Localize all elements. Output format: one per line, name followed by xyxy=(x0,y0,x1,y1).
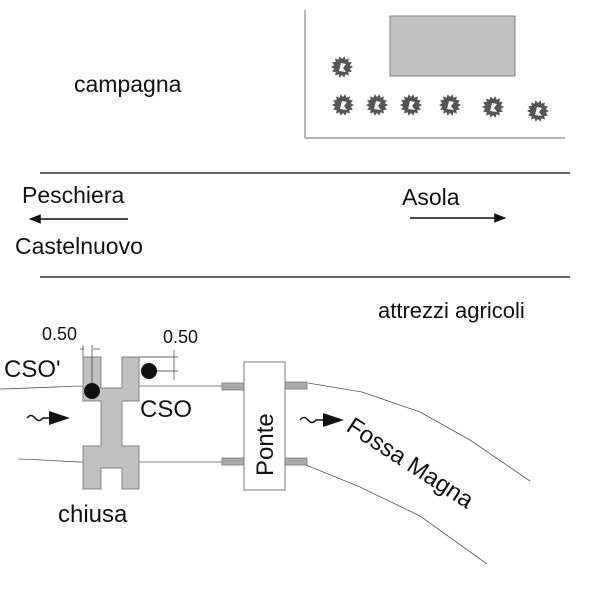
label-asola: Asola xyxy=(402,184,460,210)
dimension-label-left: 0.50 xyxy=(42,324,77,344)
flow-arrow-upstream-icon xyxy=(26,411,70,425)
canal-bank-upstream-top xyxy=(0,385,222,390)
dimension-label-right: 0.50 xyxy=(163,327,198,347)
bridge: Ponte xyxy=(221,361,308,491)
tree-icon xyxy=(366,94,388,116)
label-attrezzi-agricoli: attrezzi agricoli xyxy=(378,298,525,323)
field-enclosure xyxy=(304,10,565,139)
building xyxy=(389,15,516,77)
lock-structure xyxy=(82,356,140,490)
bridge-deck xyxy=(243,361,286,491)
canal-bank-downstream-bottom xyxy=(305,464,488,565)
bridge-pier xyxy=(284,381,308,390)
label-cso: CSO xyxy=(140,396,192,423)
label-cso-prime: CSO' xyxy=(4,356,61,383)
label-castelnuovo: Castelnuovo xyxy=(15,233,143,259)
tree-icon xyxy=(439,94,461,116)
tree-group xyxy=(331,56,549,122)
bridge-pier xyxy=(221,382,245,391)
tree-icon xyxy=(331,56,353,78)
canal-bank-downstream-top xyxy=(307,382,531,482)
label-fossa-magna: Fossa Magna xyxy=(342,412,479,514)
canal-bank-upstream-bottom xyxy=(17,458,222,463)
tree-icon xyxy=(332,94,354,116)
label-ponte: Ponte xyxy=(252,413,279,476)
label-campagna: campagna xyxy=(74,71,182,97)
label-chiusa: chiusa xyxy=(58,501,128,528)
tree-icon xyxy=(482,96,504,118)
cso-prime-point xyxy=(84,383,100,399)
cso-point xyxy=(141,363,157,379)
flow-arrow-downstream-icon xyxy=(299,413,344,427)
bridge-pier xyxy=(221,457,245,466)
tree-icon xyxy=(400,94,422,116)
bridge-pier xyxy=(284,457,308,466)
label-peschiera: Peschiera xyxy=(22,182,124,208)
tree-icon xyxy=(527,100,549,122)
